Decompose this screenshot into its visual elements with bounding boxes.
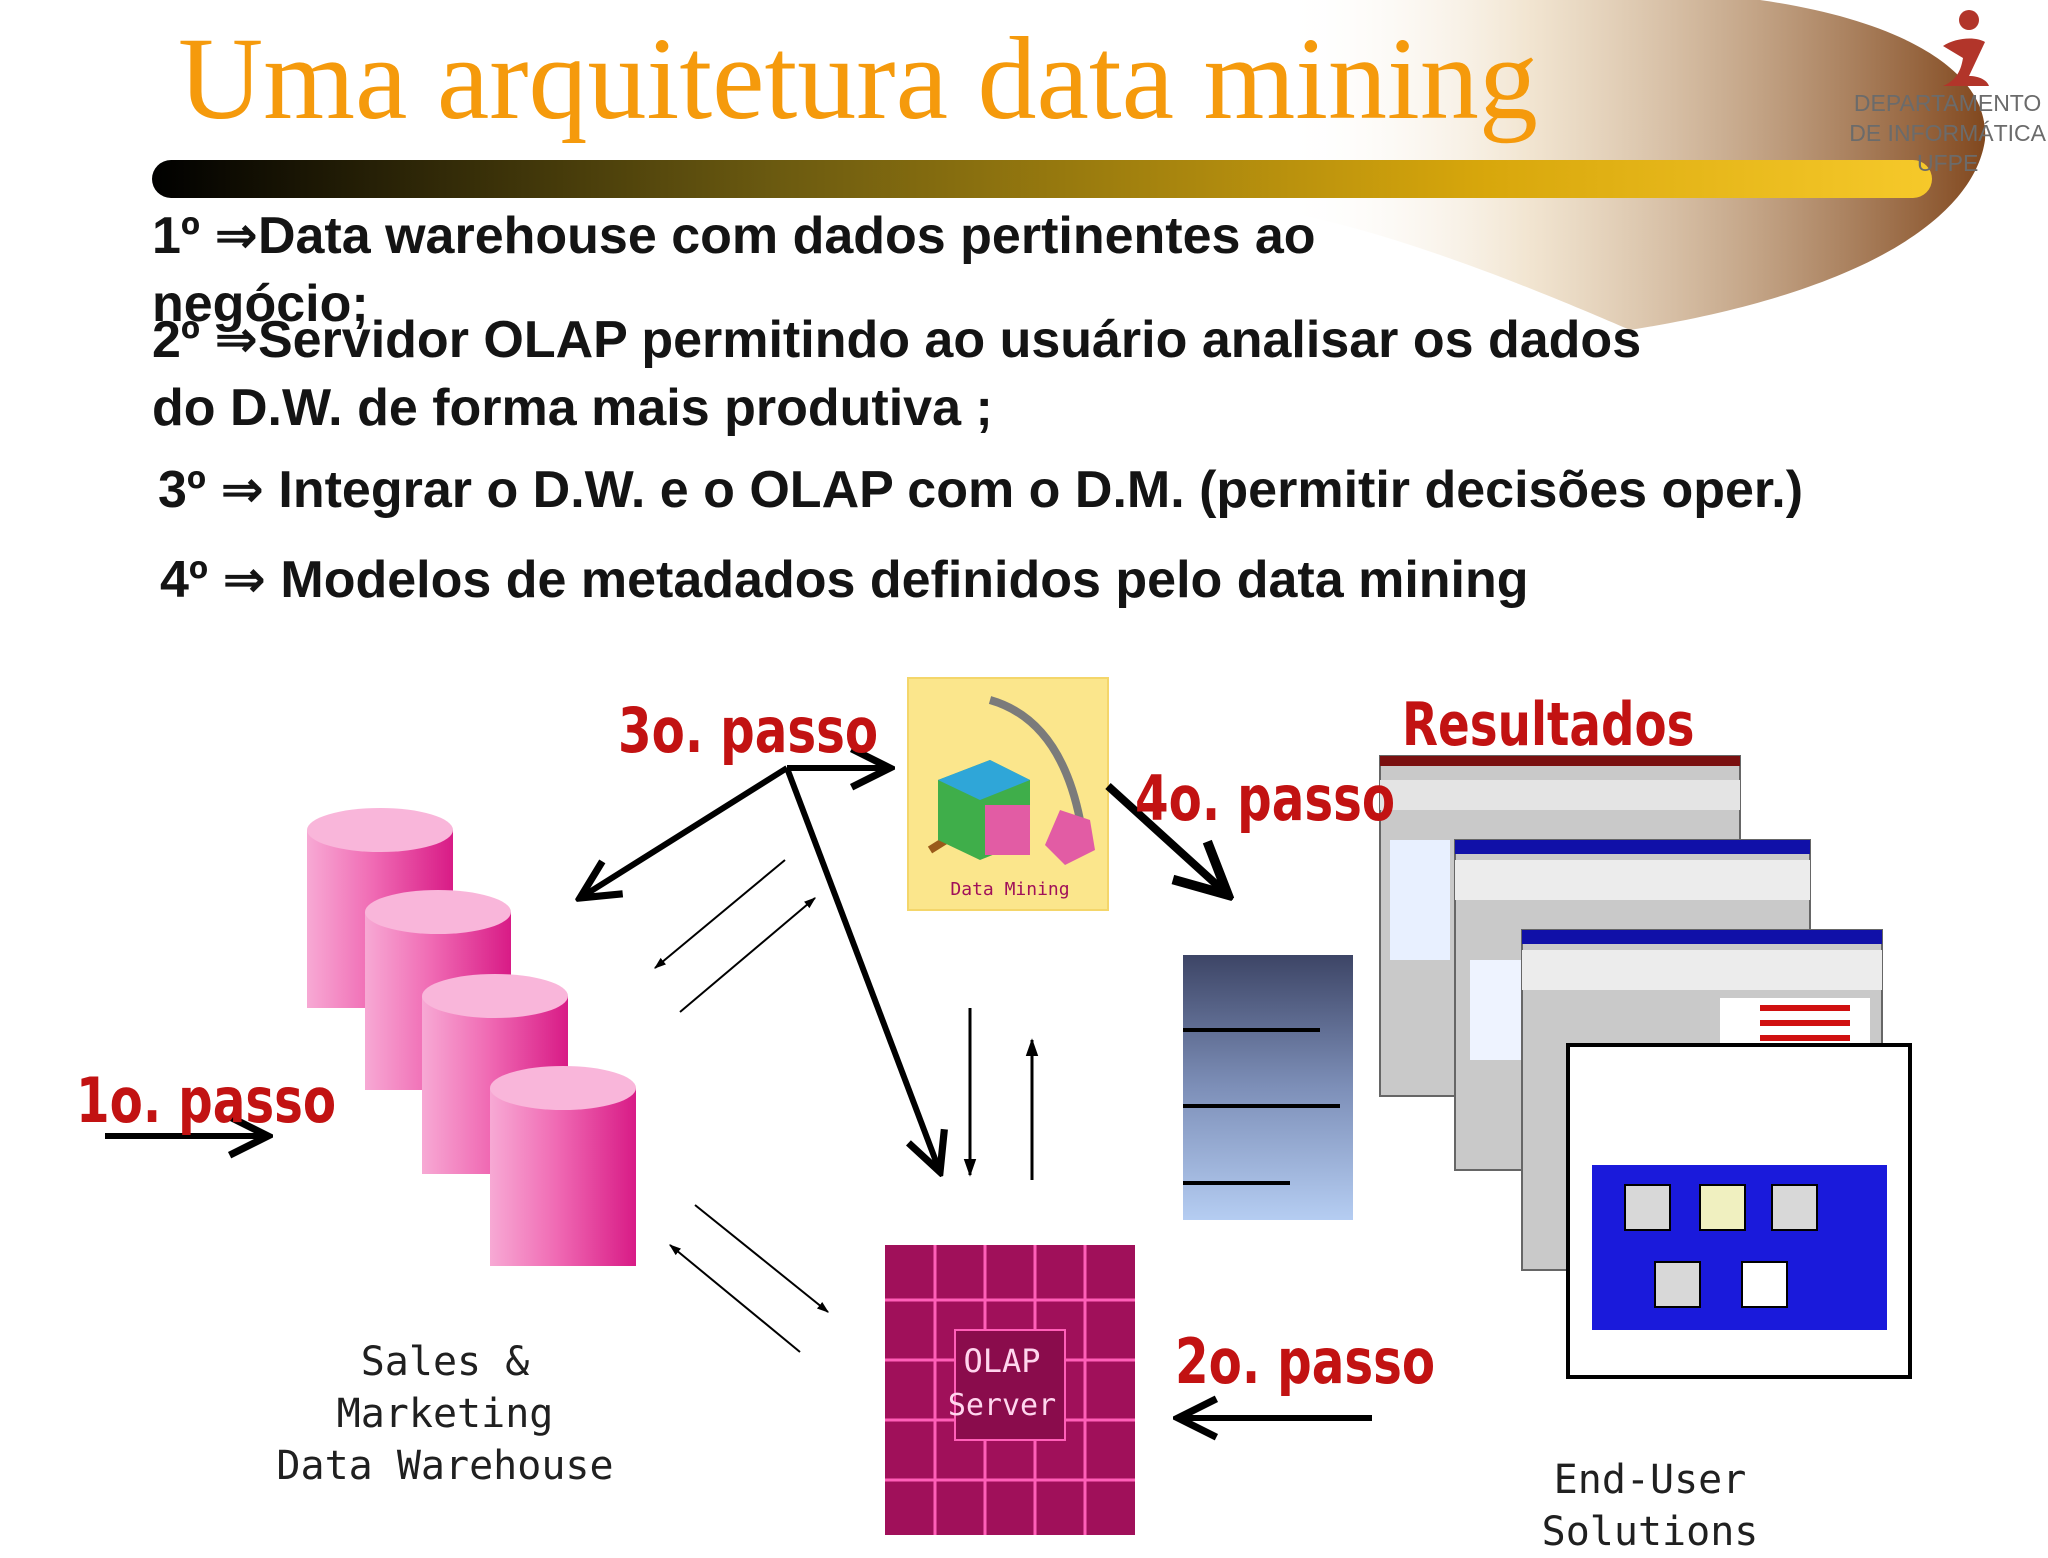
bullet-1-arrow: ⇒ bbox=[214, 207, 258, 265]
bullet-2-text: Servidor OLAP permitindo ao usuário anal… bbox=[257, 311, 1642, 369]
bullet-4-arrow: ⇒ bbox=[222, 551, 266, 609]
bullet-3: 3º ⇒ Integrar o D.W. e o OLAP com o D.M.… bbox=[158, 456, 1803, 524]
screen-window-4 bbox=[1566, 1043, 1912, 1379]
end-user-caption: End-User Solutions bbox=[1541, 1457, 1759, 1555]
arrow-hub-to-dw bbox=[580, 765, 789, 898]
cylinder-4 bbox=[490, 1066, 636, 1266]
resultados-label: Resultados bbox=[1402, 690, 1695, 760]
diagram-arrows bbox=[105, 768, 1372, 1418]
arrow-hub-to-olap bbox=[784, 766, 940, 1172]
dw-caption-line-1: Sales & Marketing bbox=[336, 1339, 554, 1437]
olap-label-line2: Server bbox=[948, 1388, 1056, 1423]
bullet-4-text: Modelos de metadados definidos pelo data… bbox=[280, 551, 1529, 609]
data-warehouse-caption: Sales & Marketing Data Warehouse bbox=[255, 1336, 635, 1492]
data-mining-label: Data Mining bbox=[950, 879, 1069, 900]
header-decoration bbox=[152, 0, 1986, 330]
bullet-1-text: Data warehouse com dados pertinentes ao bbox=[257, 207, 1316, 265]
bullet-3-number: 3º bbox=[158, 461, 206, 519]
data-mining-image: Data Mining bbox=[907, 677, 1109, 911]
bullet-4-number: 4º bbox=[160, 551, 208, 609]
step-1-label: 1o. passo bbox=[76, 1064, 337, 1137]
end-user-screens bbox=[1379, 755, 1912, 1379]
arrow-dw-olap-up-a bbox=[654, 859, 786, 969]
bullet-2-continuation: do D.W. de forma mais produtiva ; bbox=[152, 379, 993, 437]
step-2-label: 2o. passo bbox=[1175, 1325, 1436, 1398]
bullet-2-arrow: ⇒ bbox=[214, 311, 258, 369]
data-warehouse-cylinders bbox=[307, 808, 636, 1266]
arrow-dw-olap-down-b bbox=[669, 1244, 801, 1353]
department-logo-icon bbox=[1943, 10, 1989, 86]
dw-caption-line-2: Data Warehouse bbox=[276, 1443, 614, 1489]
metadata-stack bbox=[1183, 955, 1353, 1220]
bullet-2-number: 2º bbox=[152, 311, 200, 369]
arrow-dw-olap-down-a bbox=[694, 1204, 829, 1313]
bullet-2: 2º ⇒Servidor OLAP permitindo ao usuário … bbox=[152, 306, 1641, 374]
step-4-label: 4o. passo bbox=[1135, 762, 1396, 835]
department-name: DEPARTAMENTO DE INFORMÁTICA UFPE bbox=[1849, 88, 2046, 178]
olap-label-line1: OLAP bbox=[963, 1342, 1040, 1380]
dept-line-1: DEPARTAMENTO bbox=[1853, 90, 2042, 116]
dept-line-3: UFPE bbox=[1916, 150, 1979, 176]
step-3-label: 3o. passo bbox=[618, 694, 879, 767]
arrow-dm-to-metadata bbox=[1105, 783, 1228, 895]
bullet-4: 4º ⇒ Modelos de metadados definidos pelo… bbox=[160, 546, 1529, 614]
olap-server-cubes: OLAP Server bbox=[885, 1245, 1135, 1535]
bullet-1-number: 1º bbox=[152, 207, 200, 265]
bullet-3-text: Integrar o D.W. e o OLAP com o D.M. (per… bbox=[278, 461, 1804, 519]
bullet-1-continuation: negócio; bbox=[152, 275, 369, 333]
bullet-3-arrow: ⇒ bbox=[220, 461, 264, 519]
title-underline-bar bbox=[152, 160, 1932, 198]
bullet-1: 1º ⇒Data warehouse com dados pertinentes… bbox=[152, 202, 1316, 270]
dept-line-2: DE INFORMÁTICA bbox=[1849, 120, 2046, 146]
arrow-dw-olap-up-b bbox=[679, 897, 816, 1013]
page-title: Uma arquitetura data mining bbox=[178, 13, 1538, 144]
